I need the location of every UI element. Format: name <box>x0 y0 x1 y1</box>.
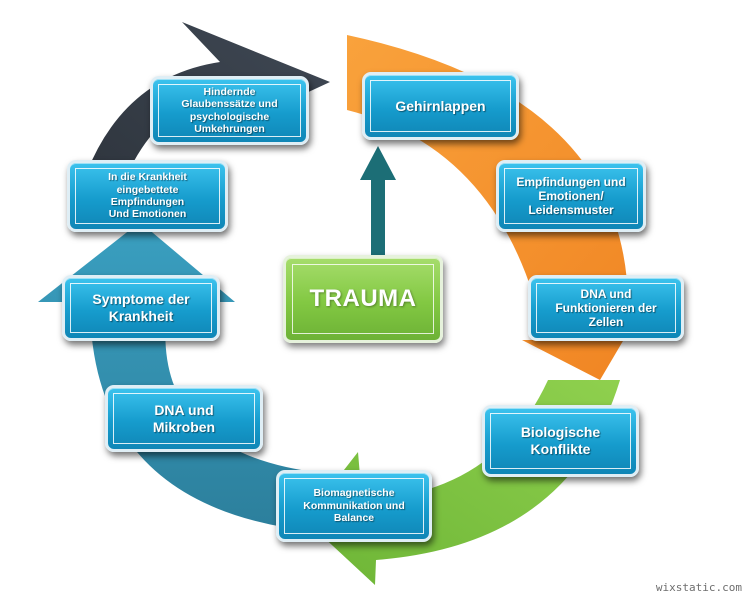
watermark: wixstatic.com <box>655 581 742 594</box>
node-gehirnlappen: Gehirnlappen <box>362 72 519 140</box>
node-glaubenssaetze-label: Hindernde Glaubenssätze und psychologisc… <box>181 85 278 135</box>
node-empfindungen-label: Empfindungen und Emotionen/ Leidensmuste… <box>516 174 626 218</box>
node-biomagnetische: Biomagnetische Kommunikation und Balance <box>276 470 432 542</box>
center-arrow-shaft <box>371 175 385 255</box>
node-glaubenssaetze: Hindernde Glaubenssätze und psychologisc… <box>150 76 309 145</box>
center-label: TRAUMA <box>292 264 434 334</box>
node-empfindungen: Empfindungen und Emotionen/ Leidensmuste… <box>496 160 646 232</box>
node-eingebettete: In die Krankheit eingebettete Empfindung… <box>67 160 228 232</box>
node-dna-mikroben-label: DNA und Mikroben <box>152 401 216 435</box>
node-dna-mikroben: DNA und Mikroben <box>105 385 263 452</box>
node-symptome-label: Symptome der Krankheit <box>92 291 190 324</box>
node-gehirnlappen-label: Gehirnlappen <box>395 97 486 114</box>
node-biomagnetische-label: Biomagnetische Kommunikation und Balance <box>303 487 405 525</box>
center-arrow-head <box>360 146 396 180</box>
node-konflikte: Biologische Konflikte <box>482 405 639 477</box>
center-node-trauma: TRAUMA <box>283 255 443 343</box>
node-konflikte-label: Biologische Konflikte <box>520 424 601 457</box>
node-dna-zellen: DNA und Funktionieren der Zellen <box>528 275 684 341</box>
node-dna-zellen-label: DNA und Funktionieren der Zellen <box>555 286 657 330</box>
node-eingebettete-label: In die Krankheit eingebettete Empfindung… <box>108 171 187 221</box>
dark-cycle-arrow <box>70 22 330 232</box>
node-symptome: Symptome der Krankheit <box>62 275 220 341</box>
